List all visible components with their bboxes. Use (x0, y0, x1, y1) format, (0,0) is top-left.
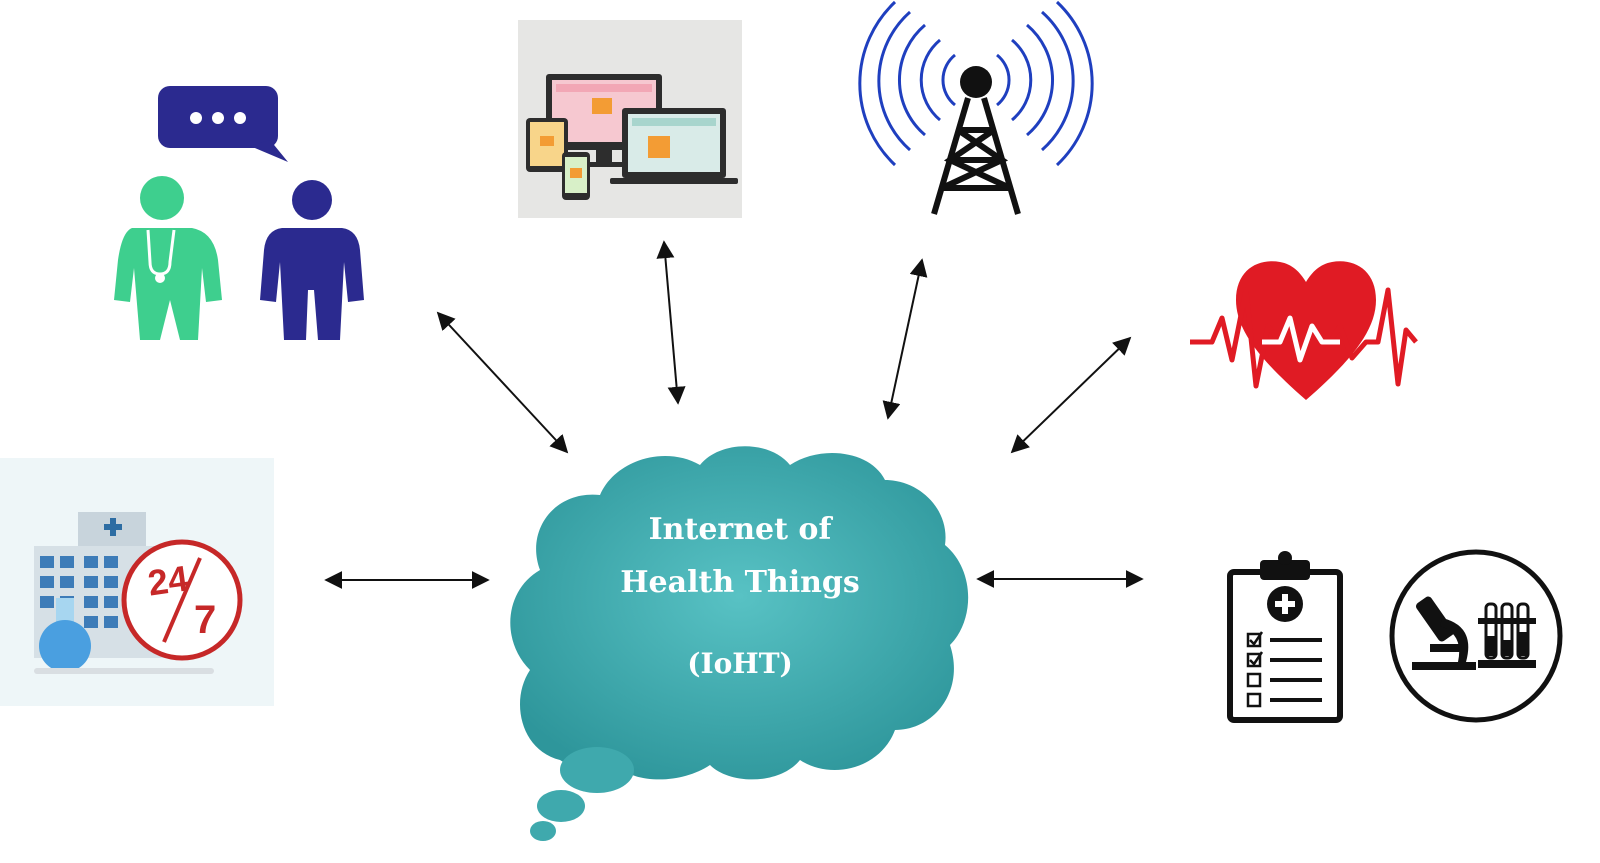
ioht-cloud (510, 446, 969, 841)
arrow-devices (656, 240, 686, 405)
arrow-heartbeat (1010, 336, 1132, 454)
badge-7: 7 (194, 598, 217, 642)
badge-24: 24 (145, 557, 191, 604)
patient-icon (260, 180, 364, 340)
heartbeat-icon (1190, 261, 1418, 400)
speech-bubble-icon (158, 86, 288, 162)
wireless-tower-icon (858, 0, 1094, 215)
medical-checklist-icon (1227, 551, 1343, 723)
arrow-doctor-patient (436, 311, 569, 454)
doctor-patient-chat-icon (114, 86, 364, 340)
microscope-lab-icon (1389, 549, 1563, 723)
thought-bubble-small (530, 821, 556, 841)
hospital-24-7-icon (0, 458, 274, 706)
arrow-wireless (882, 258, 928, 420)
thought-bubble-large (560, 747, 634, 793)
doctor-icon (114, 176, 222, 340)
thought-bubble-medium (537, 790, 585, 822)
cloud-title-abbrev: (IoHT) (687, 647, 793, 680)
multi-device-icon (518, 20, 742, 218)
cloud-title-line1: Internet of (648, 512, 832, 547)
cloud-title-line2: Health Things (620, 565, 860, 600)
connector-arrows (324, 240, 1144, 589)
